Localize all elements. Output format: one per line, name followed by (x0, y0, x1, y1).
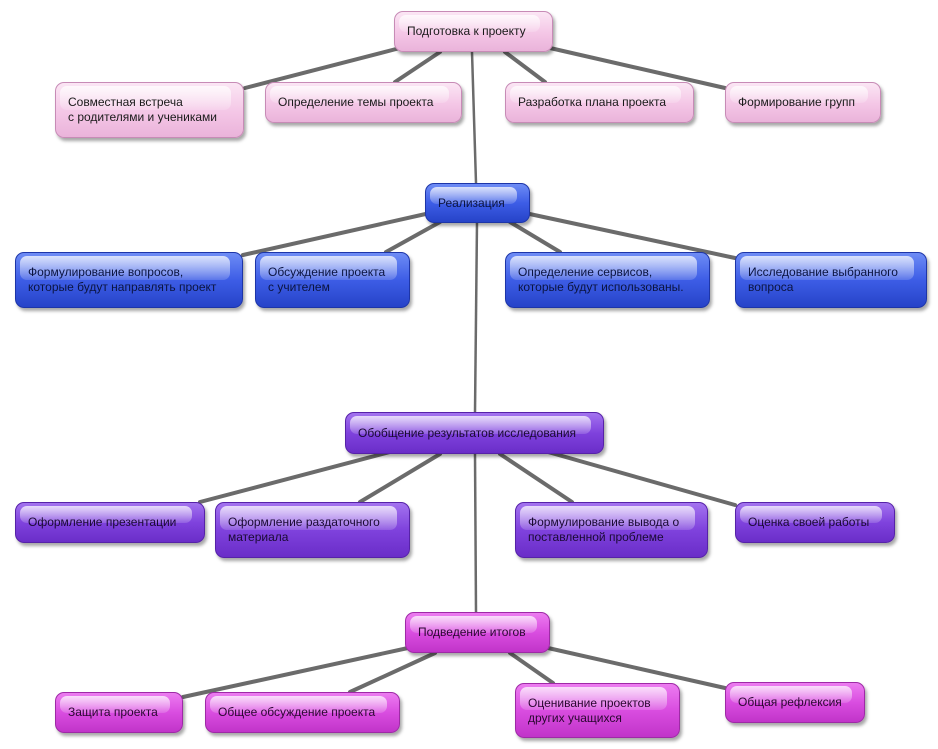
connector-line (508, 220, 562, 254)
trunk-line (470, 51, 478, 184)
connector-line (503, 50, 547, 84)
task-node[interactable]: Исследование выбранного вопроса (735, 252, 927, 308)
task-label: Общая рефлексия (738, 695, 842, 709)
connector-line (241, 211, 432, 257)
connector-line (523, 211, 737, 260)
task-label: Формулирование вывода о поставленной про… (528, 515, 680, 544)
task-node[interactable]: Разработка плана проекта (505, 82, 694, 123)
stage-label: Подготовка к проекту (407, 24, 526, 38)
task-label: Определение темы проекта (278, 95, 434, 109)
task-node[interactable]: Оформление раздаточного материала (215, 502, 410, 558)
task-node[interactable]: Оценка своей работы (735, 502, 895, 543)
stage-node-preparation[interactable]: Подготовка к проекту (394, 11, 553, 52)
connector-line (508, 651, 555, 685)
connector-line (198, 450, 392, 504)
task-label: Обсуждение проекта с учителем (268, 265, 386, 294)
task-label: Общее обсуждение проекта (218, 705, 376, 719)
stage-label: Подведение итогов (418, 625, 526, 639)
connector-line (546, 450, 737, 507)
task-node[interactable]: Формулирование вопросов, которые будут н… (15, 252, 243, 308)
task-node[interactable]: Оформление презентации (15, 502, 205, 543)
stage-node-implementation[interactable]: Реализация (425, 183, 530, 223)
task-node[interactable]: Обсуждение проекта с учителем (255, 252, 410, 308)
task-label: Оформление презентации (28, 515, 177, 529)
stage-label: Реализация (438, 195, 505, 210)
task-node[interactable]: Определение темы проекта (265, 82, 462, 123)
task-label: Защита проекта (68, 705, 158, 719)
connector-line (393, 50, 442, 84)
task-node[interactable]: Формулирование вывода о поставленной про… (515, 502, 708, 558)
task-label: Формирование групп (738, 95, 855, 109)
connector-line (384, 220, 442, 254)
trunk-line (473, 221, 479, 413)
task-label: Исследование выбранного вопроса (748, 265, 898, 294)
connector-line (358, 452, 442, 504)
task-node[interactable]: Формирование групп (725, 82, 881, 123)
connector-line (548, 46, 727, 90)
connector-line (546, 646, 727, 690)
task-node[interactable]: Совместная встреча с родителями и ученик… (55, 82, 244, 138)
connector-line (348, 651, 437, 694)
connector-line (181, 646, 410, 699)
task-node[interactable]: Защита проекта (55, 692, 183, 733)
connector-line (498, 452, 574, 504)
task-node[interactable]: Общее обсуждение проекта (205, 692, 400, 733)
task-label: Формулирование вопросов, которые будут н… (28, 265, 217, 294)
task-node[interactable]: Оценивание проектов других учащихся (515, 683, 680, 738)
task-label: Оценивание проектов других учащихся (528, 695, 651, 725)
task-label: Совместная встреча с родителями и ученик… (68, 95, 217, 124)
connector-line (243, 46, 402, 90)
stage-node-results[interactable]: Подведение итогов (405, 612, 550, 653)
task-label: Оценка своей работы (748, 515, 870, 529)
task-node[interactable]: Общая рефлексия (725, 682, 865, 723)
task-label: Оформление раздаточного материала (228, 515, 380, 544)
task-label: Определение сервисов, которые будут испо… (518, 265, 684, 294)
task-node[interactable]: Определение сервисов, которые будут испо… (505, 252, 710, 308)
stage-node-summary[interactable]: Обобщение результатов исследования (345, 412, 604, 454)
task-label: Разработка плана проекта (518, 95, 667, 109)
trunk-line (473, 453, 478, 613)
stage-label: Обобщение результатов исследования (358, 425, 577, 440)
